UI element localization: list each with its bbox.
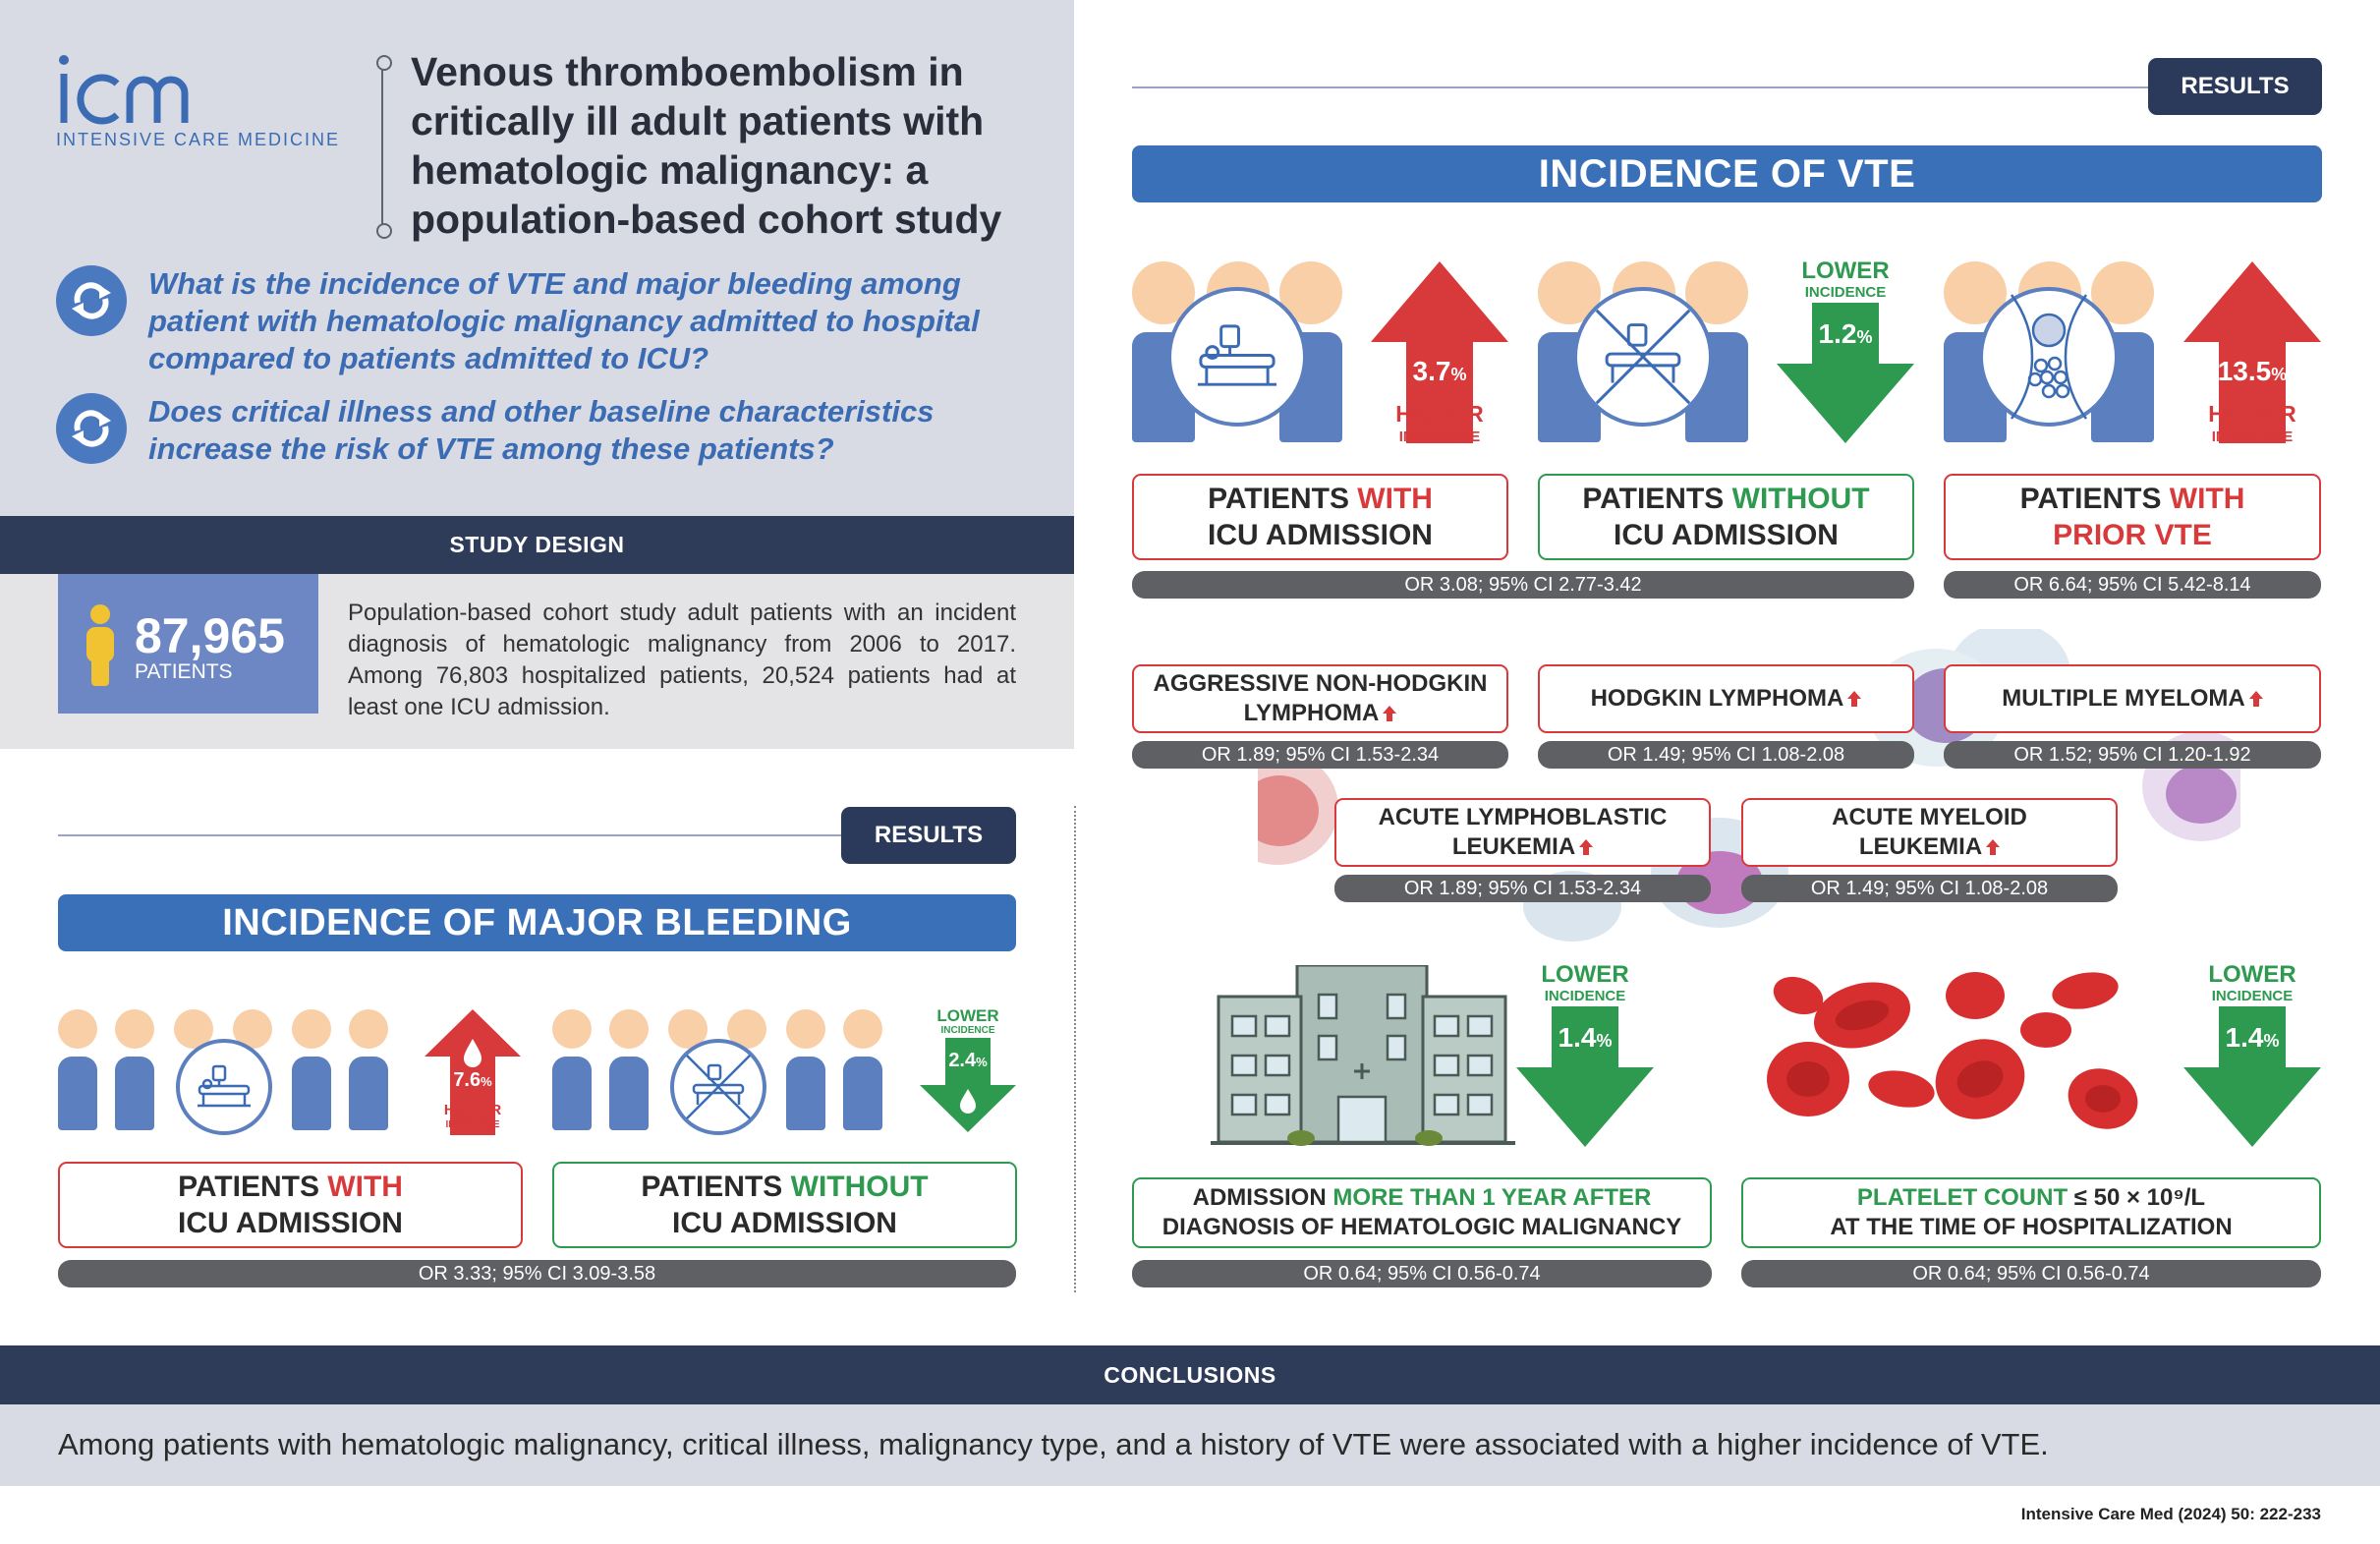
logo-subtitle: INTENSIVE CARE MEDICINE xyxy=(56,130,341,149)
up-arrow-icon xyxy=(1579,839,1594,855)
bleeding-icu-value: 7.6% xyxy=(453,1069,492,1091)
people-group-prior-vte xyxy=(1944,261,2155,443)
lower-arrow-icon xyxy=(2183,1006,2321,1147)
question-text-2: Does critical illness and other baseline… xyxy=(148,394,935,466)
icm-logo xyxy=(59,55,189,125)
higher-arrow-icon xyxy=(1371,261,1508,443)
results-rule xyxy=(58,834,844,836)
column-divider xyxy=(1074,806,1076,1292)
research-question-1: What is the incidence of VTE and major b… xyxy=(56,265,1048,377)
prior-vte-direction: HIGHER xyxy=(2208,401,2296,427)
platelet-incidence: INCIDENCE xyxy=(2211,988,2294,1004)
bleeding-title: INCIDENCE OF MAJOR BLEEDING xyxy=(58,894,1016,951)
bleeding-no-icu-direction: LOWER xyxy=(936,1006,999,1025)
vte-no-icu-direction: LOWER xyxy=(1801,257,1890,284)
prior-vte-value: 13.5% xyxy=(2217,356,2288,386)
vte-title: INCIDENCE OF VTE xyxy=(1132,145,2322,202)
vte-no-icu-incidence: INCIDENCE xyxy=(1804,284,1887,301)
up-arrow-icon xyxy=(1986,839,2001,855)
bleeding-icu-incidence: INCIDENCE xyxy=(445,1119,500,1130)
results-badge: RESULTS xyxy=(2148,58,2322,115)
question-text-1: What is the incidence of VTE and major b… xyxy=(148,266,980,375)
study-design-heading: STUDY DESIGN xyxy=(0,516,1074,574)
page-title: Venous thromboembolism in critically ill… xyxy=(411,49,1002,242)
admission-or: OR 0.64; 95% CI 0.56-0.74 xyxy=(1132,1260,1712,1287)
conclusions-text: Among patients with hematologic malignan… xyxy=(58,1427,2049,1461)
higher-arrow-icon xyxy=(2183,261,2321,443)
admission-value: 1.4% xyxy=(1558,1022,1613,1053)
admission-label: ADMISSION MORE THAN 1 YEAR AFTER DIAGNOS… xyxy=(1132,1177,1712,1248)
person-icon xyxy=(86,604,114,686)
bleeding-label-icu: PATIENTS WITH ICU ADMISSION xyxy=(58,1162,523,1248)
patients-label: PATIENTS xyxy=(135,660,233,683)
lower-arrow-icon xyxy=(920,1038,1016,1132)
vte-icu-value: 3.7% xyxy=(1412,356,1467,386)
vte-icu-direction: HIGHER xyxy=(1395,401,1484,427)
people-group-vte-no-icu xyxy=(1538,261,1749,443)
hospital-building-icon xyxy=(1211,965,1515,1146)
blood-vessel-clot-icon xyxy=(1979,287,2119,427)
question-icon xyxy=(56,393,127,464)
red-blood-cells-icon xyxy=(1767,972,2138,1129)
vte-icu-or: OR 3.08; 95% CI 2.77-3.42 xyxy=(1132,571,1914,599)
admission-direction: LOWER xyxy=(1541,961,1629,988)
vte-label-prior: PATIENTS WITH PRIOR VTE xyxy=(1944,474,2321,560)
bleeding-label-no-icu: PATIENTS WITHOUT ICU ADMISSION xyxy=(552,1162,1017,1248)
no-hospital-bed-icon xyxy=(670,1039,766,1135)
prior-vte-incidence: INCIDENCE xyxy=(2211,429,2294,445)
malignancy-hodgkin: HODGKIN LYMPHOMA xyxy=(1538,664,1914,733)
vte-no-icu-value: 1.2% xyxy=(1818,318,1873,349)
malignancy-myeloma: MULTIPLE MYELOMA xyxy=(1944,664,2321,733)
platelet-or: OR 0.64; 95% CI 0.56-0.74 xyxy=(1741,1260,2321,1287)
bleeding-no-icu-incidence: INCIDENCE xyxy=(940,1025,995,1036)
no-hospital-bed-icon xyxy=(1573,287,1713,427)
admission-incidence: INCIDENCE xyxy=(1544,988,1626,1004)
platelet-direction: LOWER xyxy=(2208,961,2296,988)
conclusions-panel xyxy=(0,1404,2380,1486)
vte-label-no-icu: PATIENTS WITHOUT ICU ADMISSION xyxy=(1538,474,1914,560)
question-icon xyxy=(56,265,127,336)
bleeding-or: OR 3.33; 95% CI 3.09-3.58 xyxy=(58,1260,1016,1287)
patients-count: 87,965 xyxy=(135,608,285,663)
study-design-description: Population-based cohort study adult pati… xyxy=(348,600,1016,720)
people-group-icu xyxy=(58,1009,392,1135)
malignancy-nhl-or: OR 1.89; 95% CI 1.53-2.34 xyxy=(1132,741,1508,769)
vte-label-icu: PATIENTS WITH ICU ADMISSION xyxy=(1132,474,1508,560)
up-arrow-icon xyxy=(1383,706,1397,721)
research-question-2: Does critical illness and other baseline… xyxy=(56,393,1048,468)
bleeding-icu-direction: HIGHER xyxy=(443,1102,502,1118)
up-arrow-icon xyxy=(1847,691,1862,707)
hospital-bed-icon xyxy=(1167,287,1307,427)
lower-arrow-icon xyxy=(1516,1006,1654,1147)
conclusions-heading: CONCLUSIONS xyxy=(0,1345,2380,1404)
title-rule xyxy=(376,55,392,239)
platelet-label: PLATELET COUNT ≤ 50 × 10⁹/L AT THE TIME … xyxy=(1741,1177,2321,1248)
lower-arrow-icon xyxy=(1777,303,1914,443)
platelet-value: 1.4% xyxy=(2225,1022,2280,1053)
malignancy-all-or: OR 1.89; 95% CI 1.53-2.34 xyxy=(1334,875,1711,902)
malignancy-myeloma-or: OR 1.52; 95% CI 1.20-1.92 xyxy=(1944,741,2321,769)
malignancy-aml-or: OR 1.49; 95% CI 1.08-2.08 xyxy=(1741,875,2118,902)
people-group-vte-icu xyxy=(1132,261,1343,443)
citation: Intensive Care Med (2024) 50: 222-233 xyxy=(2020,1505,2321,1523)
higher-arrow-icon xyxy=(425,1009,521,1135)
results-badge: RESULTS xyxy=(841,807,1016,864)
bleeding-no-icu-value: 2.4% xyxy=(948,1050,988,1071)
results-rule xyxy=(1132,86,2154,88)
hospital-bed-icon xyxy=(176,1039,272,1135)
prior-vte-or: OR 6.64; 95% CI 5.42-8.14 xyxy=(1944,571,2321,599)
people-group-no-icu xyxy=(552,1009,886,1135)
vte-icu-incidence: INCIDENCE xyxy=(1398,429,1481,445)
malignancy-hodgkin-or: OR 1.49; 95% CI 1.08-2.08 xyxy=(1538,741,1914,769)
up-arrow-icon xyxy=(2248,691,2263,707)
